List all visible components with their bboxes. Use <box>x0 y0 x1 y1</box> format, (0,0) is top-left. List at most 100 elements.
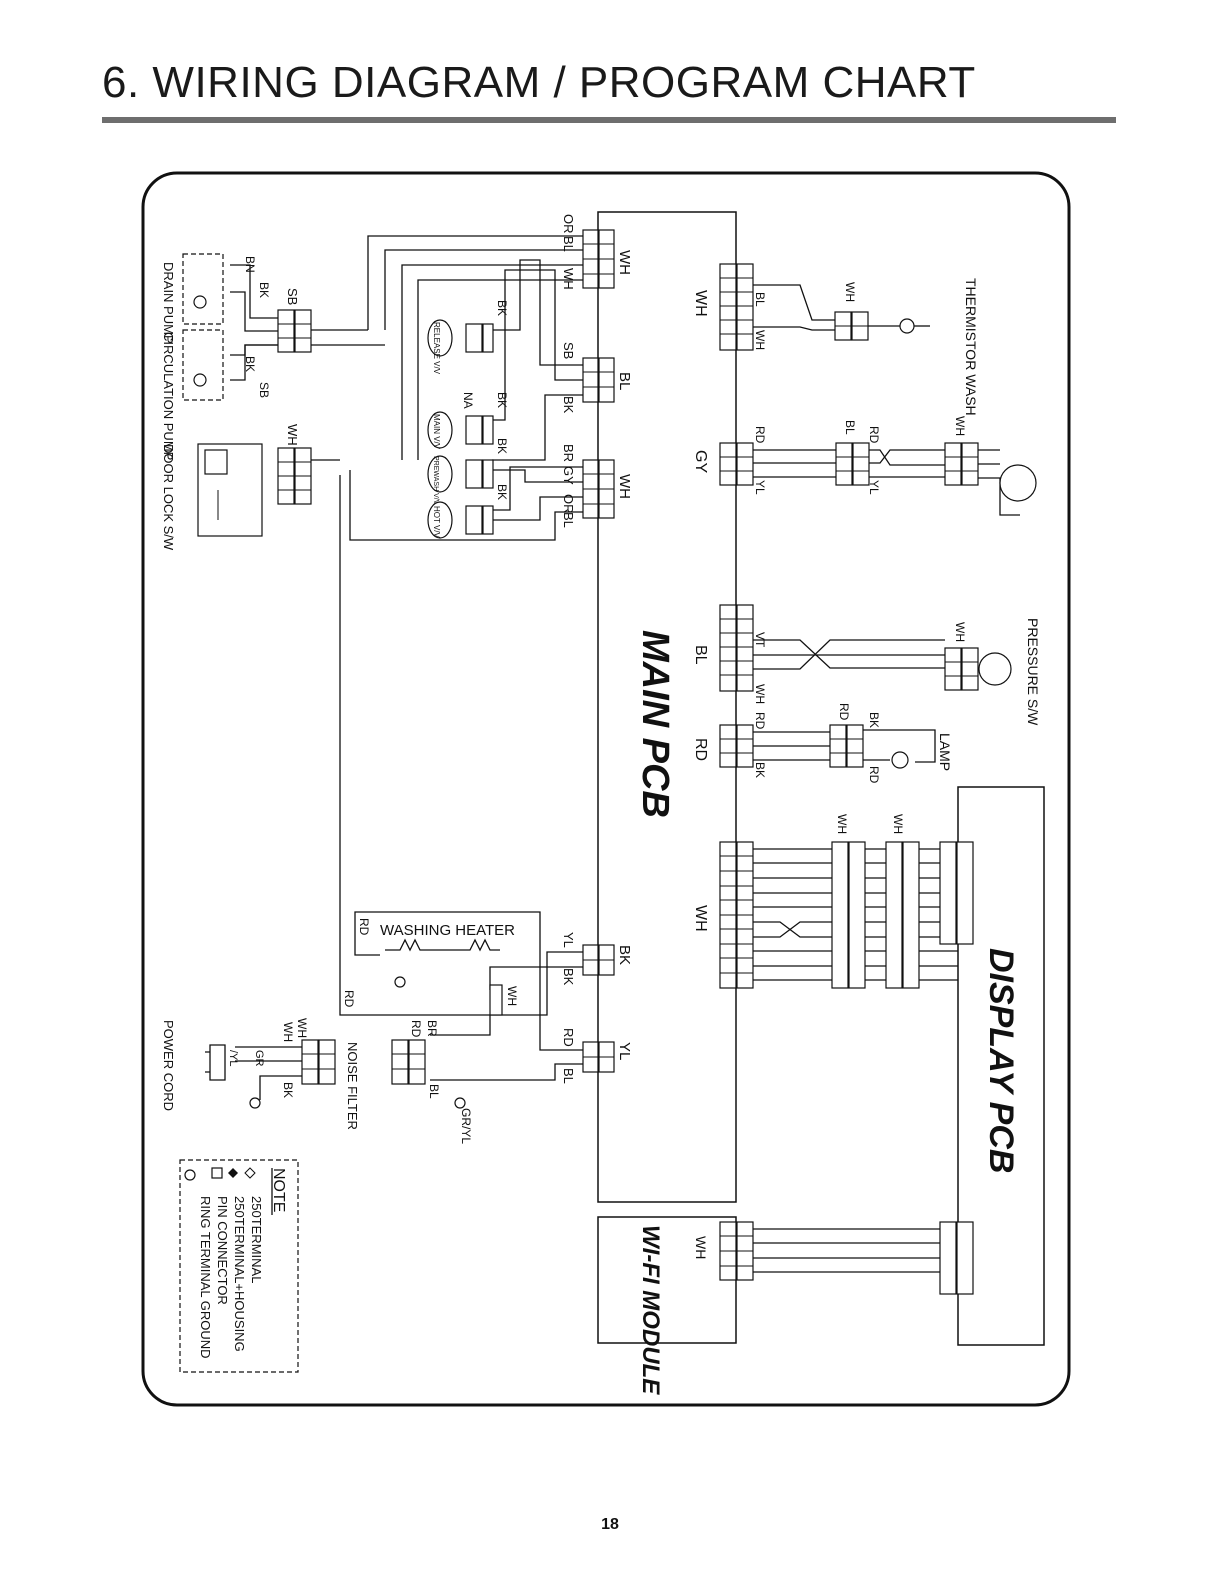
label-yl-m2: YL <box>867 480 881 495</box>
note-symbols <box>184 1167 256 1181</box>
connector-main-right-5 <box>719 841 754 989</box>
label-bk-p1: BK <box>257 282 271 298</box>
label-rd-nf: RD <box>409 1020 423 1038</box>
filter-ground <box>454 1097 466 1109</box>
label-wh-top: WH <box>616 250 633 275</box>
label-gr: GR <box>253 1050 265 1067</box>
label-yl-1: YL <box>561 932 576 948</box>
connector-main-left-1 <box>582 229 615 289</box>
label-bl-nf: BL <box>427 1084 441 1099</box>
label-bn: BN <box>243 256 257 273</box>
connector-main-right-4 <box>719 724 754 768</box>
display-pcb-label: DISPLAY PCB <box>982 948 1020 1173</box>
label-bk-v3: BK <box>495 438 509 454</box>
wifi-module-board <box>597 1216 737 1344</box>
drain-pump-box <box>182 253 224 325</box>
connector-main-left-2 <box>582 357 615 403</box>
label-gr-yl: GR/YL <box>459 1108 473 1144</box>
label-wh-thermistor: WH <box>692 290 709 317</box>
label-wh-pc1: WH <box>295 1018 309 1038</box>
label-yl-slash: /YL <box>227 1050 239 1067</box>
label-bk-l1: BK <box>753 762 767 778</box>
note-box <box>179 1159 299 1373</box>
label-wh-t1: WH <box>843 282 857 302</box>
label-wh-p2: WH <box>953 622 967 642</box>
heater-ground <box>394 976 406 988</box>
label-wh-m3: WH <box>953 416 967 436</box>
label-bl-3: BL <box>561 1068 576 1084</box>
label-thermistor: THERMISTOR WASH <box>963 278 979 416</box>
label-drain-pump: DRAIN PUMP <box>161 262 176 344</box>
wires-right <box>753 284 1037 1295</box>
label-bk-v4: BK <box>495 484 509 500</box>
main-pcb-label: MAIN PCB <box>634 630 676 818</box>
label-bl-2: BL <box>561 512 576 528</box>
label-hot-valve: HOT V/V <box>432 506 441 539</box>
label-bk-2: BK <box>561 968 576 986</box>
connector-main-left-5 <box>582 1041 615 1073</box>
label-br-nf: BR <box>425 1020 439 1037</box>
label-gy-motor: GY <box>692 450 709 473</box>
label-rd-lamp: RD <box>692 738 709 761</box>
circulation-pump-box <box>182 329 224 401</box>
connector-door-lock <box>277 447 312 505</box>
connector-main-left-4 <box>582 944 615 976</box>
label-wh-pc2: WH <box>281 1022 295 1042</box>
label-rd-l2: RD <box>867 766 881 784</box>
label-release: RELEASE V/V <box>432 322 441 375</box>
connector-main-right-3 <box>719 604 754 692</box>
valve-release <box>427 319 494 357</box>
label-bl-pressure: BL <box>692 645 709 665</box>
label-wh-valve: WH <box>616 474 633 499</box>
washing-heater-element <box>385 938 500 952</box>
wires-left <box>310 235 583 1081</box>
wire-circ-2 <box>230 344 278 381</box>
main-pcb-board <box>597 211 737 1203</box>
note-title: NOTE <box>270 1168 287 1212</box>
note-item-2: 250TERMINAL+HOUSING <box>232 1196 247 1352</box>
label-rd-p1: RD <box>753 712 767 730</box>
label-circulation-pump: CIRCULATION PUMP <box>161 332 176 460</box>
label-rd-1: RD <box>561 1028 576 1047</box>
note-item-3: PIN CONNECTOR <box>215 1196 230 1305</box>
label-wh-d1: WH <box>835 814 849 834</box>
label-bl-m1: BL <box>843 420 857 435</box>
label-bl-t1: BL <box>753 292 767 307</box>
label-bl-1: BL <box>561 236 576 252</box>
label-door-lock: DOOR LOCK S/W <box>161 444 176 551</box>
heater-fuse <box>489 984 503 1016</box>
label-main-valve: MAIN V/V <box>432 414 441 450</box>
label-rd-m2: RD <box>867 426 881 444</box>
connector-main-right-1 <box>719 263 754 351</box>
label-bk-pc: BK <box>281 1082 295 1098</box>
label-bk-v2: BK <box>495 392 509 408</box>
note-item-4: RING TERMINAL GROUND <box>198 1196 213 1359</box>
connector-wifi <box>719 1221 754 1281</box>
label-bk-v1: BK <box>495 300 509 316</box>
label-wh-p1: WH <box>753 684 767 704</box>
drain-pump-symbol <box>193 295 207 309</box>
label-or: OR <box>561 214 576 234</box>
label-wh-h: WH <box>505 986 519 1006</box>
label-wh-d2: WH <box>891 814 905 834</box>
label-bk-1: BK <box>561 396 576 414</box>
wire-power <box>235 1046 302 1100</box>
label-bk-p2: BK <box>243 356 257 372</box>
connector-main-right-2 <box>719 442 754 486</box>
connector-main-left-3 <box>582 459 615 519</box>
label-yl-m1: YL <box>753 480 767 495</box>
diagram-frame <box>141 171 1071 1407</box>
label-gy-1: GY <box>561 466 576 485</box>
label-pressure-sw: PRESSURE S/W <box>1025 618 1041 726</box>
label-washing-heater: WASHING HEATER <box>380 922 515 939</box>
label-wh-door: WH <box>285 424 300 446</box>
power-ground <box>249 1097 261 1109</box>
label-rd-h1: RD <box>357 918 371 936</box>
note-item-1: 250TERMINAL <box>249 1196 264 1283</box>
label-wh-t2: WH <box>753 330 767 350</box>
valve-main <box>427 411 494 449</box>
label-rd-l1: RD <box>837 703 851 721</box>
noise-filter <box>301 1039 426 1085</box>
page-number: 18 <box>601 1516 619 1533</box>
